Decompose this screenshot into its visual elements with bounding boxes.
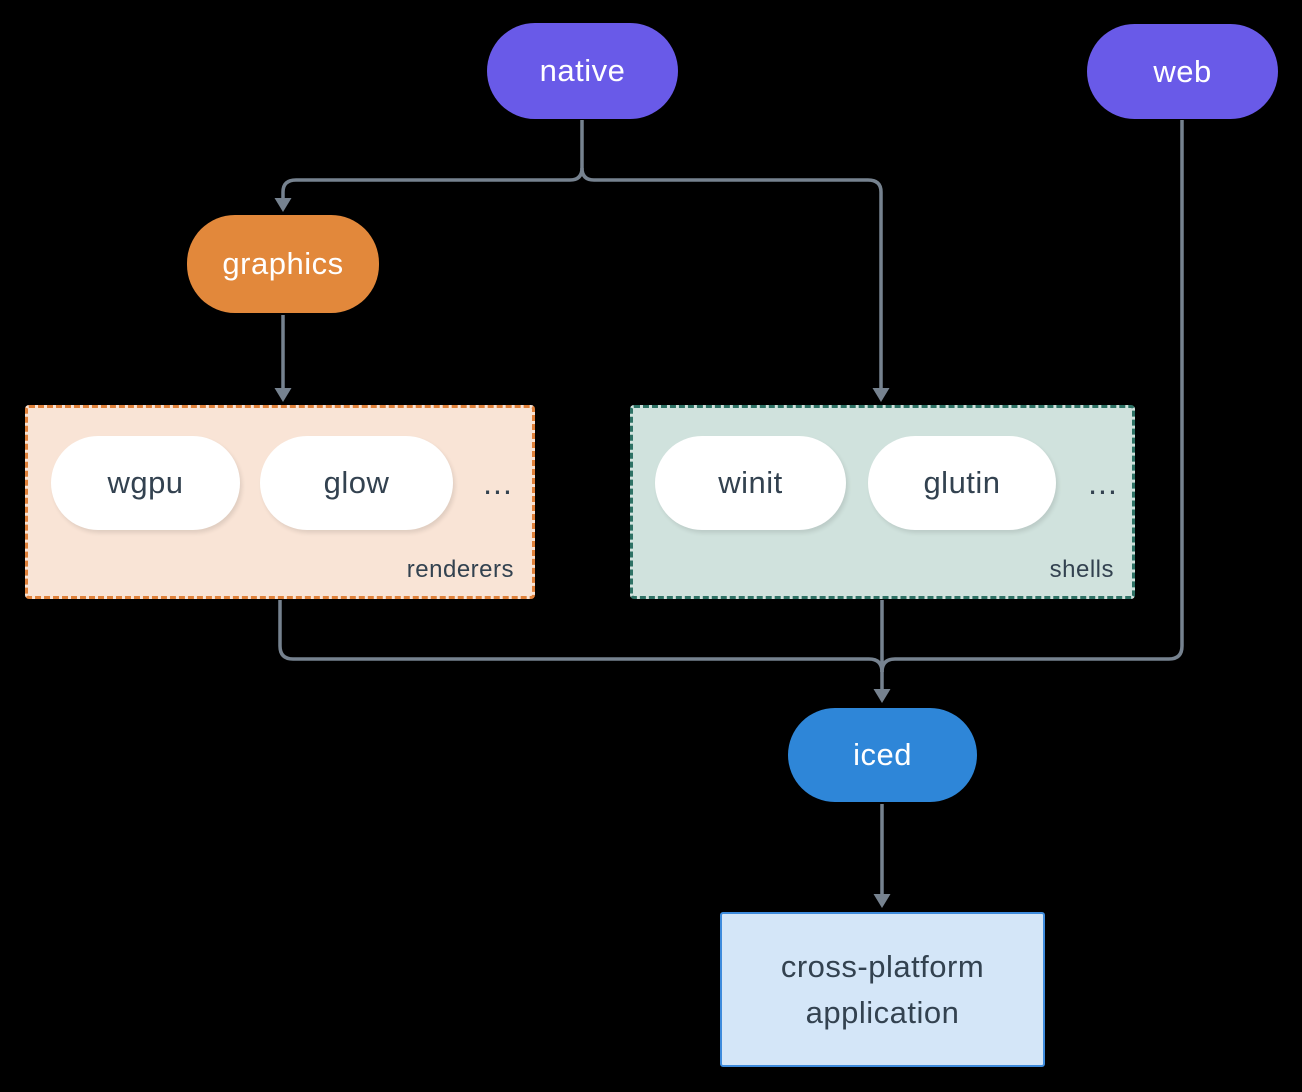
edge-renderers-iced xyxy=(278,600,884,673)
application-label-line1: cross-platform xyxy=(780,948,985,984)
arrowhead-application xyxy=(873,894,891,908)
node-glutin: glutin xyxy=(868,436,1056,530)
node-winit: winit xyxy=(655,436,846,530)
node-iced-label: iced xyxy=(853,737,912,772)
arrowhead-iced xyxy=(873,689,891,703)
group-renderers-label: renderers xyxy=(406,556,514,583)
node-wgpu-label: wgpu xyxy=(107,465,184,500)
group-renderers: wgpu glow ... renderers xyxy=(25,405,535,599)
node-winit-label: winit xyxy=(718,465,783,500)
node-web-label: web xyxy=(1153,53,1212,89)
arrowhead-shells xyxy=(872,388,890,402)
node-glow: glow xyxy=(260,436,453,530)
node-iced: iced xyxy=(788,708,977,802)
renderers-ellipsis: ... xyxy=(483,464,513,501)
node-cross-platform-application: cross-platform application xyxy=(720,912,1045,1067)
node-native: native xyxy=(487,23,678,119)
application-label-line2: application xyxy=(805,994,960,1030)
group-shells: winit glutin ... shells xyxy=(630,405,1135,599)
group-shells-label: shells xyxy=(1049,556,1114,583)
node-wgpu: wgpu xyxy=(51,436,240,530)
arrowhead-renderers xyxy=(274,388,292,402)
node-graphics-label: graphics xyxy=(222,246,344,281)
edge-native-shells xyxy=(580,167,883,389)
node-glow-label: glow xyxy=(323,465,390,500)
node-web: web xyxy=(1087,24,1278,119)
node-graphics: graphics xyxy=(187,215,379,313)
arrowhead-graphics xyxy=(274,198,292,212)
edge-native-graphics xyxy=(281,167,584,199)
node-native-label: native xyxy=(539,53,626,88)
node-glutin-label: glutin xyxy=(923,465,1001,500)
shells-ellipsis: ... xyxy=(1088,464,1118,501)
